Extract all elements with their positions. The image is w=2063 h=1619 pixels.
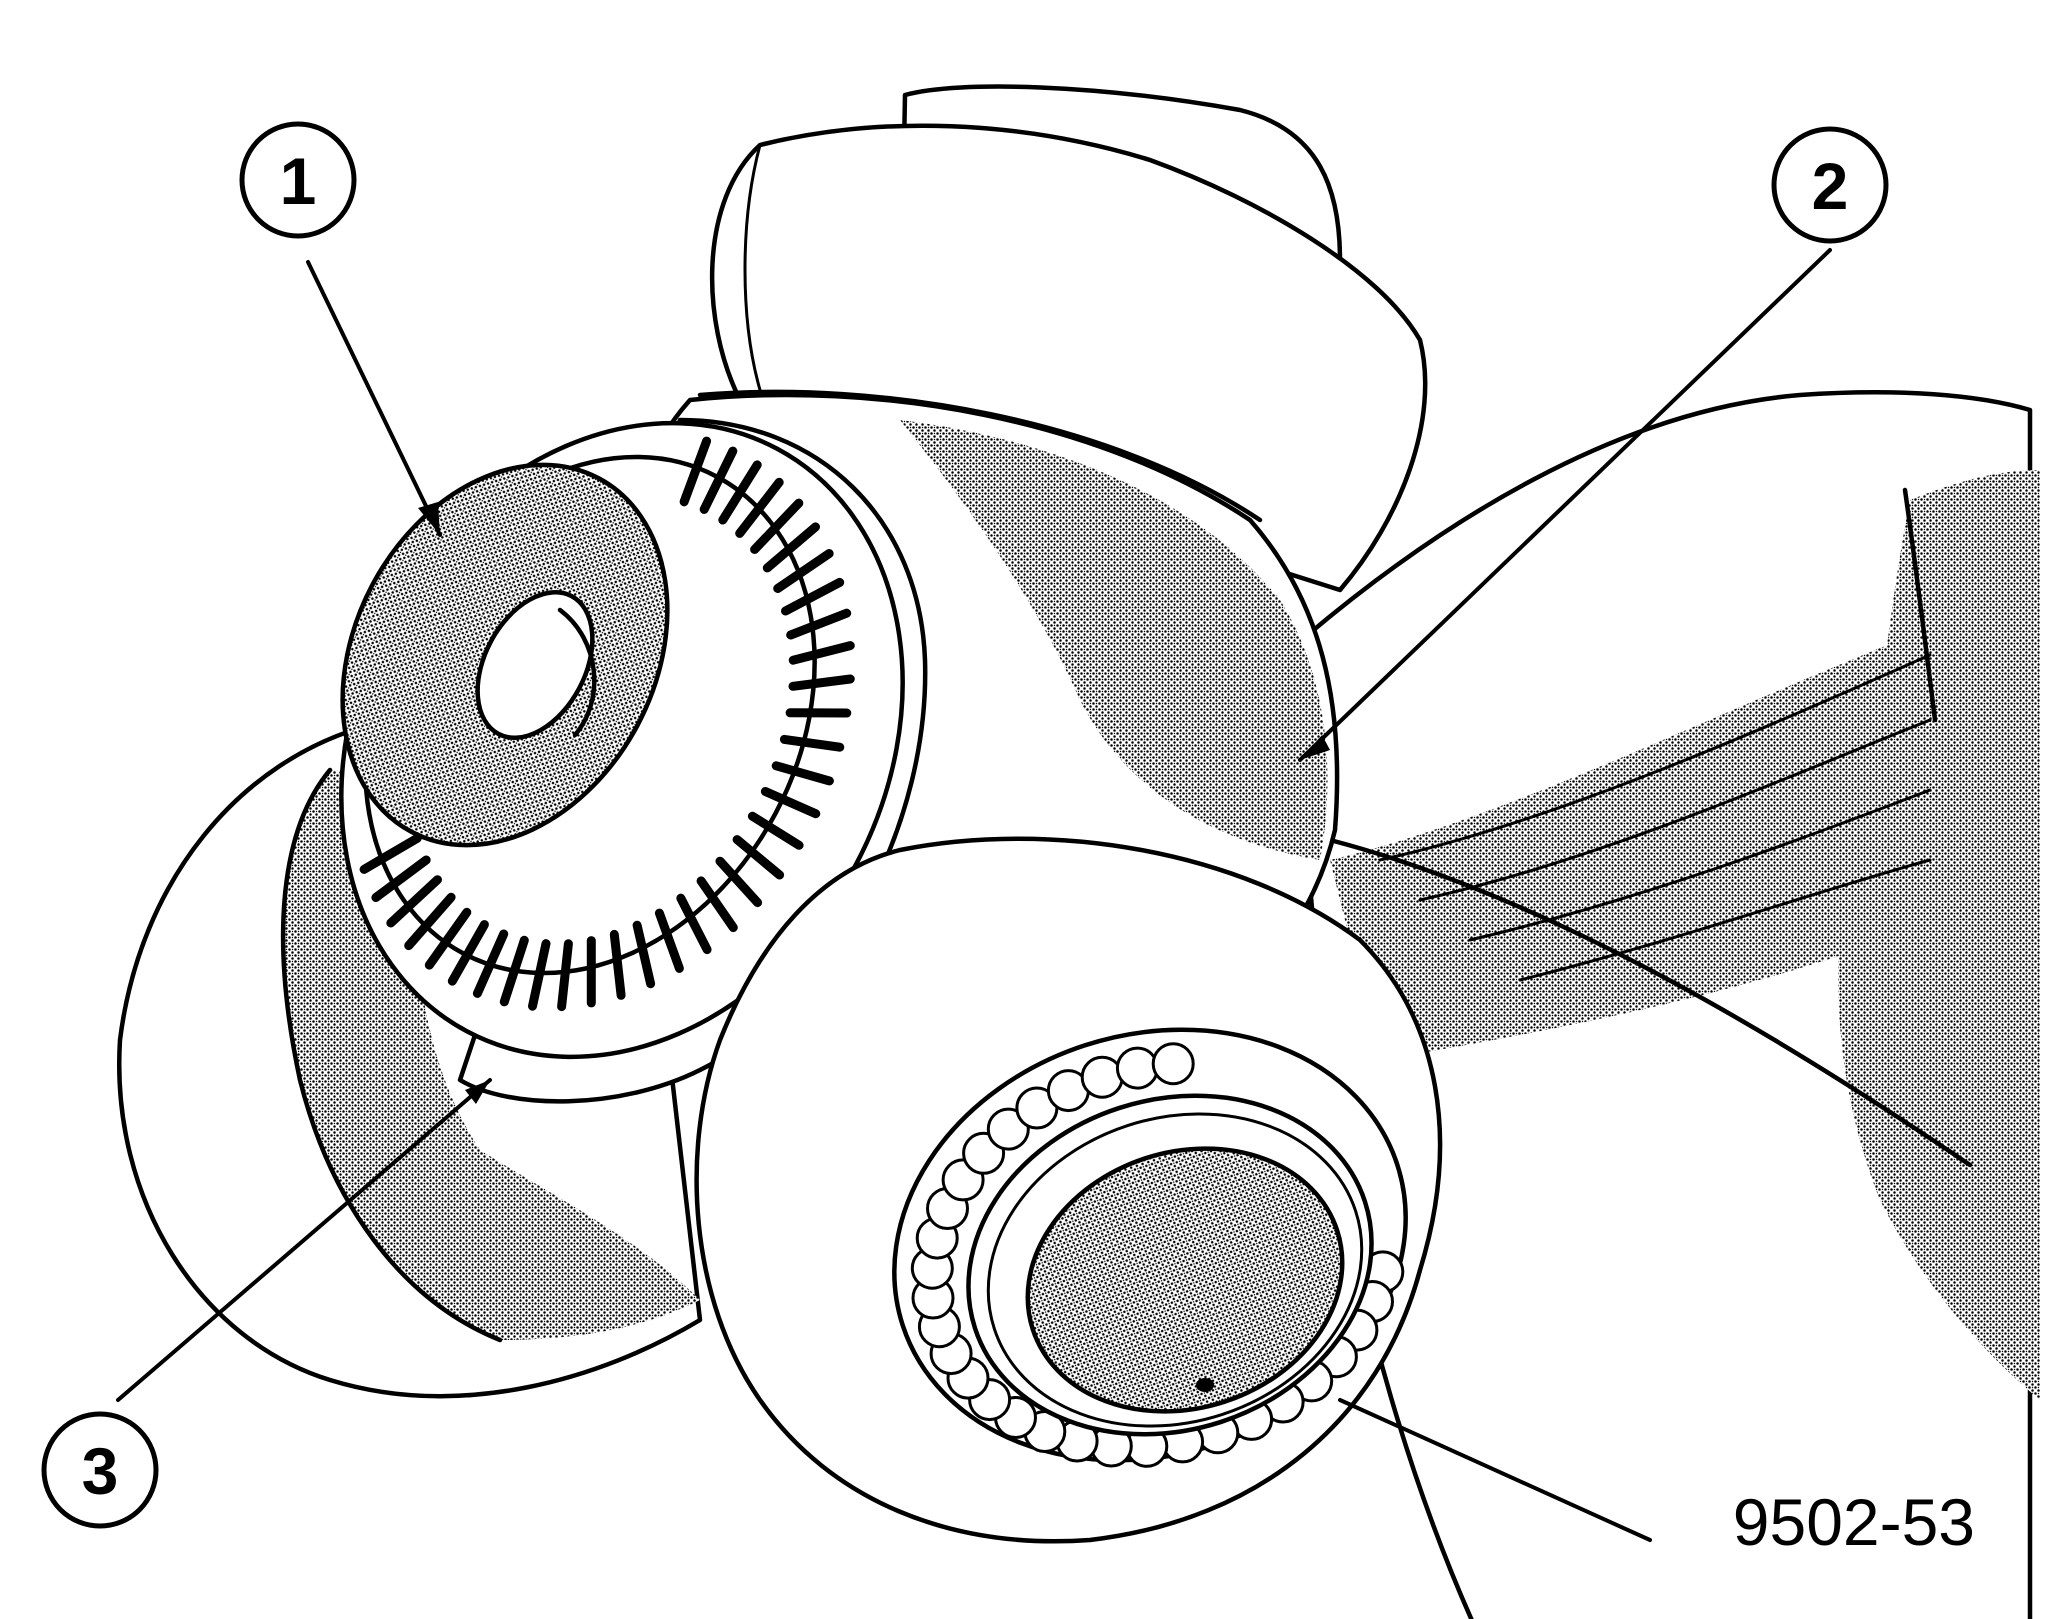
- callout-1: 1: [239, 121, 357, 239]
- spline-tooth: [760, 787, 821, 819]
- spline-tooth: [404, 892, 456, 951]
- spline-tooth: [499, 935, 529, 1007]
- needle-bearing: [986, 1107, 1030, 1151]
- spline-tooth: [447, 920, 489, 986]
- top-tripod-roller: [709, 84, 1428, 593]
- spline-tooth: [718, 460, 762, 525]
- spline-tooth: [779, 734, 845, 752]
- callout-2-label: 2: [1812, 149, 1849, 223]
- callout-1-label: 1: [280, 144, 317, 218]
- needle-bearing: [1151, 1042, 1195, 1086]
- leader-lines: [116, 248, 1832, 1542]
- spline-tooth: [715, 856, 763, 908]
- spline-tooth: [786, 608, 852, 640]
- spline-tooth: [371, 855, 431, 902]
- spline-tooth: [696, 876, 738, 933]
- spline-tooth: [788, 641, 855, 665]
- callout-3: 3: [41, 1411, 159, 1529]
- needle-bearing: [1115, 1046, 1159, 1090]
- spline-tooth: [732, 835, 785, 880]
- needle-bearing: [1080, 1055, 1124, 1099]
- spline-tooth: [771, 761, 834, 786]
- callout-2: 2: [1771, 126, 1889, 244]
- spline-tooth: [773, 549, 834, 593]
- spline-tooth: [654, 908, 684, 973]
- spline-tooth: [679, 436, 712, 507]
- spline-tooth: [609, 929, 626, 1000]
- spline-tooth: [472, 929, 509, 998]
- spline-tooth: [424, 907, 472, 970]
- spline-tooth: [762, 522, 820, 573]
- callout-3-label: 3: [82, 1434, 119, 1508]
- spline-tooth: [528, 939, 551, 1011]
- spline-tooth: [735, 477, 784, 538]
- spline-tooth: [386, 875, 442, 928]
- front-tripod-roller: [694, 836, 1443, 1544]
- spline-teeth: [359, 436, 855, 1012]
- spline-tooth: [557, 939, 573, 1012]
- spline-tooth: [788, 674, 855, 691]
- spline-tooth: [359, 833, 422, 874]
- drive-shaft: [1287, 390, 2040, 1619]
- spline-tooth: [676, 893, 712, 955]
- spline-tooth: [747, 811, 804, 850]
- spline-tooth: [781, 577, 845, 616]
- spline-tooth: [632, 920, 656, 989]
- spline-tooth: [699, 446, 738, 514]
- figure-number: 9502-53: [1733, 1485, 1975, 1559]
- spline-tooth: [750, 498, 804, 554]
